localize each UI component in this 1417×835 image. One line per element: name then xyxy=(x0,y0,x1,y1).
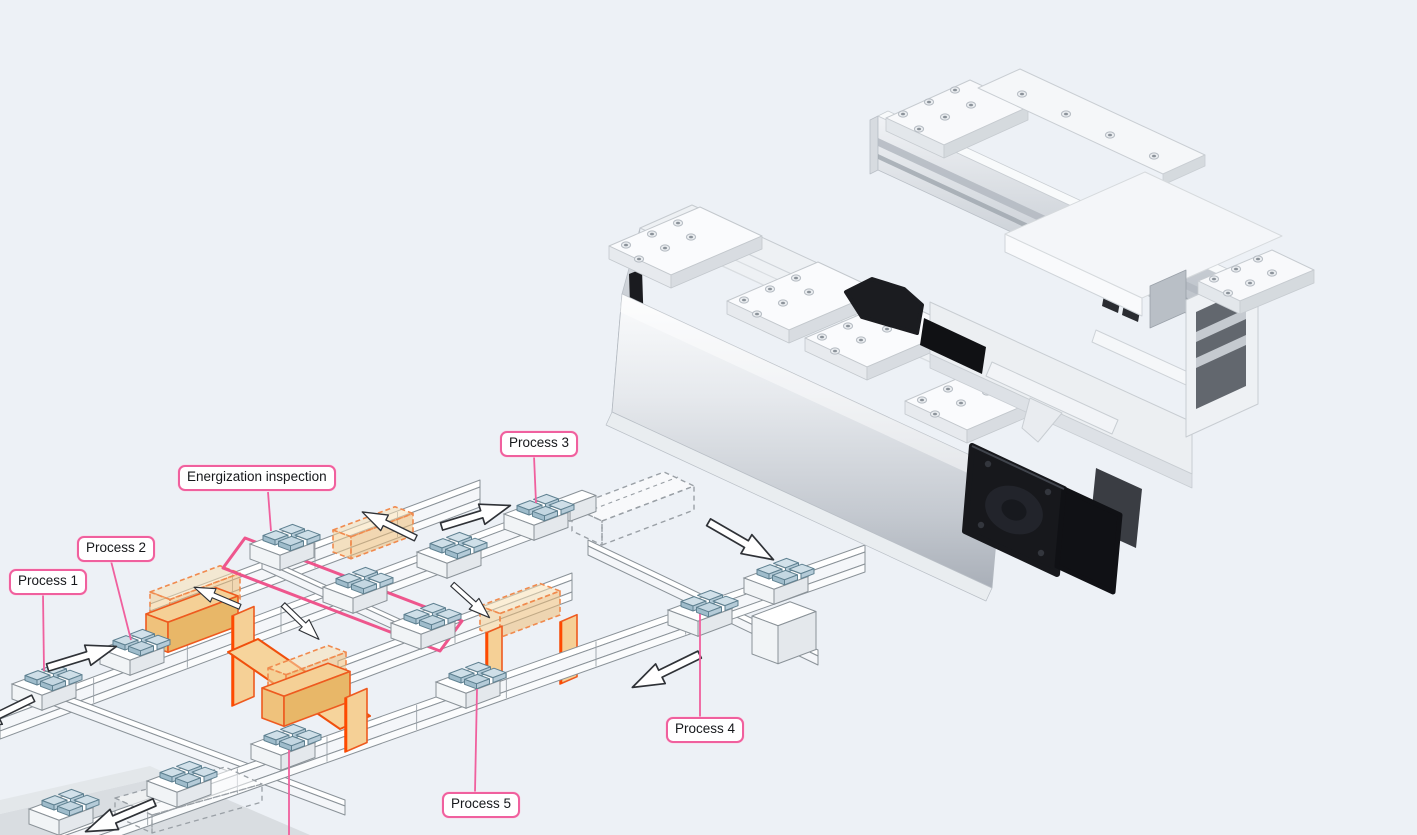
label-process-5: Process 5 xyxy=(442,792,521,818)
cross-transfer-shuttle-highlight xyxy=(227,638,371,753)
linear-conveyor-3d-render xyxy=(605,68,1315,602)
label-process-3: Process 3 xyxy=(500,431,579,457)
label-energization-inspection: Energization inspection xyxy=(178,465,336,491)
process-flow-diagram xyxy=(0,471,866,835)
pallet-icon xyxy=(416,531,488,579)
label-process-1: Process 1 xyxy=(9,569,88,595)
pallet-icon xyxy=(322,566,394,614)
dashed-optional-module xyxy=(555,471,695,546)
cross-transfer-shuttle-highlight xyxy=(145,564,255,707)
energization-inspection-zone-outline xyxy=(221,536,464,653)
pallet-icon xyxy=(503,493,575,541)
label-leader-lines xyxy=(42,455,701,835)
flow-arrow-icon xyxy=(702,511,780,571)
pallet-icon xyxy=(743,557,815,605)
label-process-4: Process 4 xyxy=(666,717,745,743)
flow-arrow-icon xyxy=(626,643,706,699)
label-process-2: Process 2 xyxy=(77,536,156,562)
